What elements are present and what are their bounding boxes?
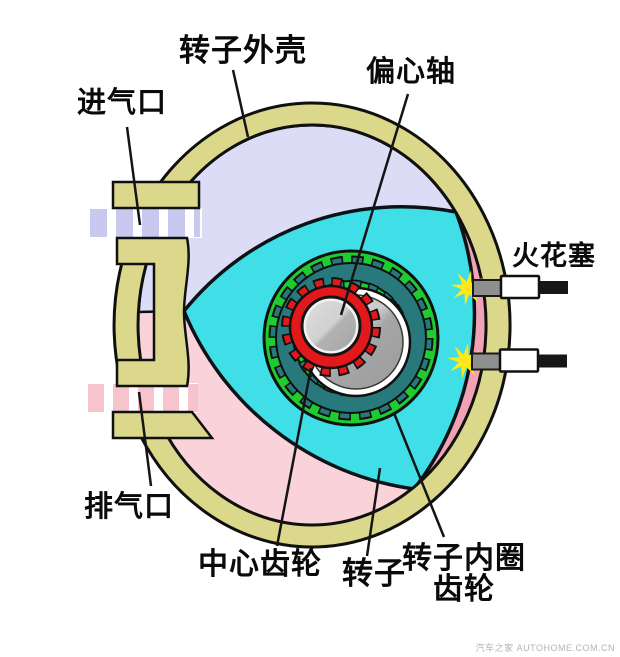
watermark: 汽车之家 AUTOHOME.COM.CN [475, 643, 615, 653]
leader-intake-port [125, 126, 142, 226]
label-intake-port: 进气口 [76, 87, 167, 119]
spark-flash-top [450, 270, 486, 306]
label-rotor-ring-gear: 转子内圈 齿轮 [401, 543, 527, 605]
leader-rotor-ring-gear [392, 412, 446, 538]
label-rotor-ring-gear-line1: 转子内圈 [402, 542, 526, 575]
spark-plug-body [499, 274, 541, 300]
center-gear-teeth-outline [281, 277, 381, 377]
spark-plug-electrode [472, 279, 503, 297]
label-rotor: 转子 [342, 556, 406, 591]
leader-center-gear [275, 367, 313, 547]
exhaust-pipe-wall [111, 410, 215, 440]
spark-plug-top [472, 274, 568, 300]
spark-plug-terminal [539, 281, 568, 294]
leader-exhaust-port [137, 391, 153, 487]
label-eccentric-shaft: 偏心轴 [365, 56, 456, 88]
label-center-gear: 中心齿轮 [198, 548, 322, 581]
label-spark-plug: 火花塞 [512, 241, 596, 271]
spark-plug-bottom [470, 348, 569, 373]
label-rotor-ring-gear-line2: 齿轮 [433, 573, 495, 606]
ring-gear-outer-edge [275, 262, 427, 414]
eccentric-shaft [306, 301, 356, 351]
port-divider-wall [115, 236, 190, 388]
label-rotor-housing: 转子外壳 [179, 33, 307, 68]
leader-eccentric-shaft [339, 93, 410, 316]
leader-rotor [365, 467, 382, 557]
leader-rotor-housing [231, 69, 250, 138]
label-exhaust-port: 排气口 [83, 491, 174, 523]
gear-assembly [262, 249, 440, 427]
intake-pipe-wall [111, 180, 201, 210]
